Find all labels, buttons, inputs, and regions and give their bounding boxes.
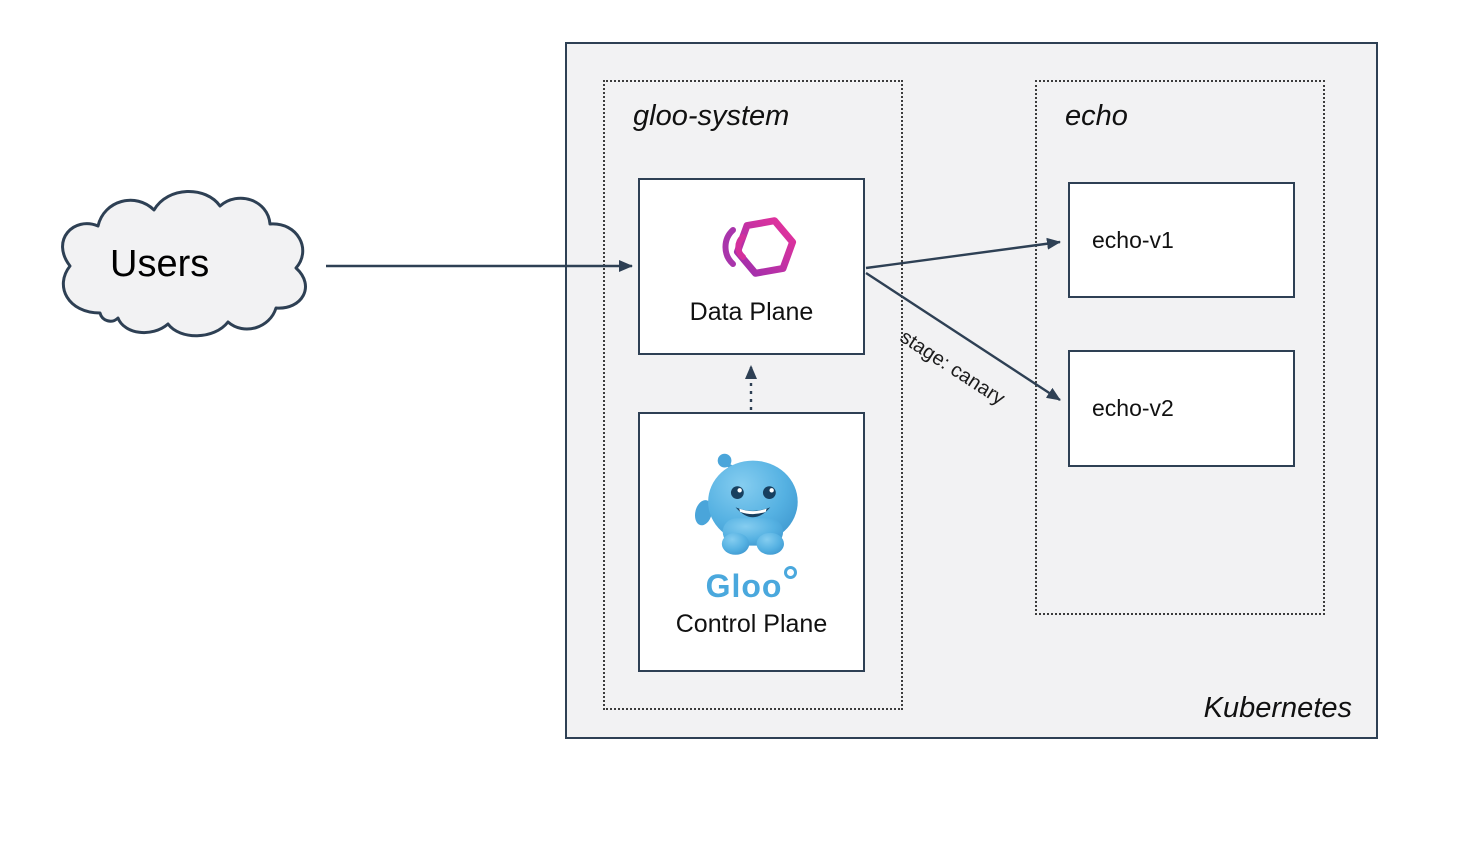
- control-plane-label: Control Plane: [675, 610, 828, 638]
- echo-v1-label: echo-v1: [1092, 226, 1174, 253]
- gloo-system-label: gloo-system: [633, 100, 790, 132]
- namespace-echo: echo: [1035, 80, 1325, 615]
- kubernetes-label: Kubernetes: [1203, 692, 1352, 724]
- gloo-mascot-icon: [694, 453, 798, 564]
- node-control-plane: Gloo Control Plane: [638, 412, 865, 672]
- echo-label: echo: [1065, 100, 1128, 132]
- node-echo-v1: echo-v1: [1068, 182, 1295, 298]
- users-label: Users: [110, 243, 210, 285]
- node-data-plane: Data Plane: [638, 178, 865, 355]
- node-echo-v2: echo-v2: [1068, 350, 1295, 467]
- data-plane-label: Data Plane: [689, 298, 814, 326]
- gloo-gateway-icon: [722, 217, 796, 277]
- echo-v2-label: echo-v2: [1092, 395, 1174, 421]
- gloo-wordmark: Gloo: [706, 566, 798, 602]
